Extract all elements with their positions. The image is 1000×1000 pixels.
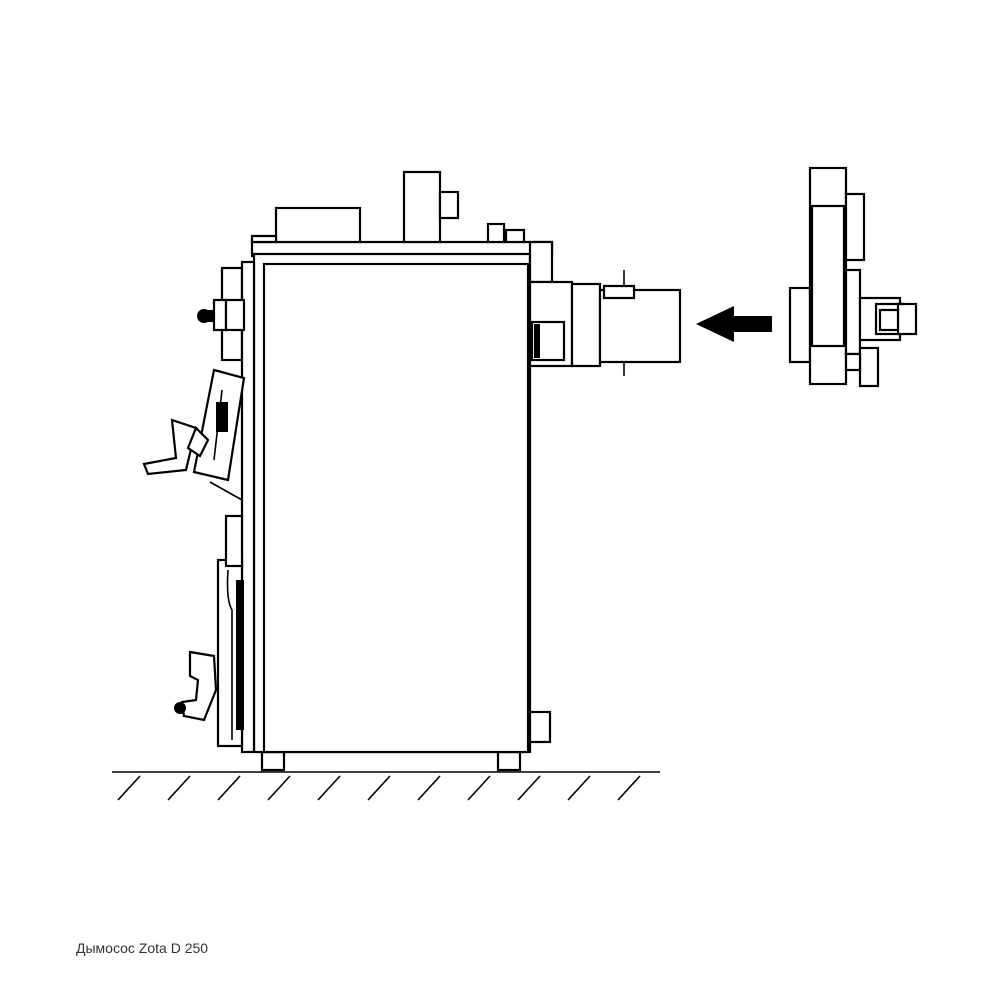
exhauster-bottom-bracket xyxy=(858,346,880,388)
flue-pipe-body xyxy=(598,288,682,364)
boiler-top-knob-left xyxy=(250,234,278,244)
exhauster-side-plate xyxy=(844,192,866,262)
flue-pipe xyxy=(570,270,682,376)
floor-hatching xyxy=(117,775,641,801)
boiler-rear-fitting xyxy=(528,710,552,744)
boiler-front-panel xyxy=(142,260,256,754)
boiler-control-box xyxy=(274,206,362,244)
boiler-foot-left xyxy=(260,750,286,772)
boiler-lower-door-handle xyxy=(180,650,218,722)
boiler-top-valve xyxy=(486,222,506,244)
image-caption: Дымосос Zota D 250 xyxy=(76,940,209,956)
flue-pipe-collar xyxy=(570,282,602,368)
smoke-exhauster xyxy=(788,166,918,388)
boiler-flue-bracket xyxy=(438,190,460,220)
floor xyxy=(112,771,660,801)
exhauster-motor-mount xyxy=(844,268,862,356)
exhauster-flange xyxy=(788,286,812,364)
boiler xyxy=(142,170,574,772)
boiler-rear-column xyxy=(528,240,554,284)
boiler-body-panel xyxy=(262,262,530,754)
boiler-flue-collar xyxy=(402,170,442,244)
boiler-foot-right xyxy=(496,750,522,772)
arrow-left-icon xyxy=(696,306,772,342)
